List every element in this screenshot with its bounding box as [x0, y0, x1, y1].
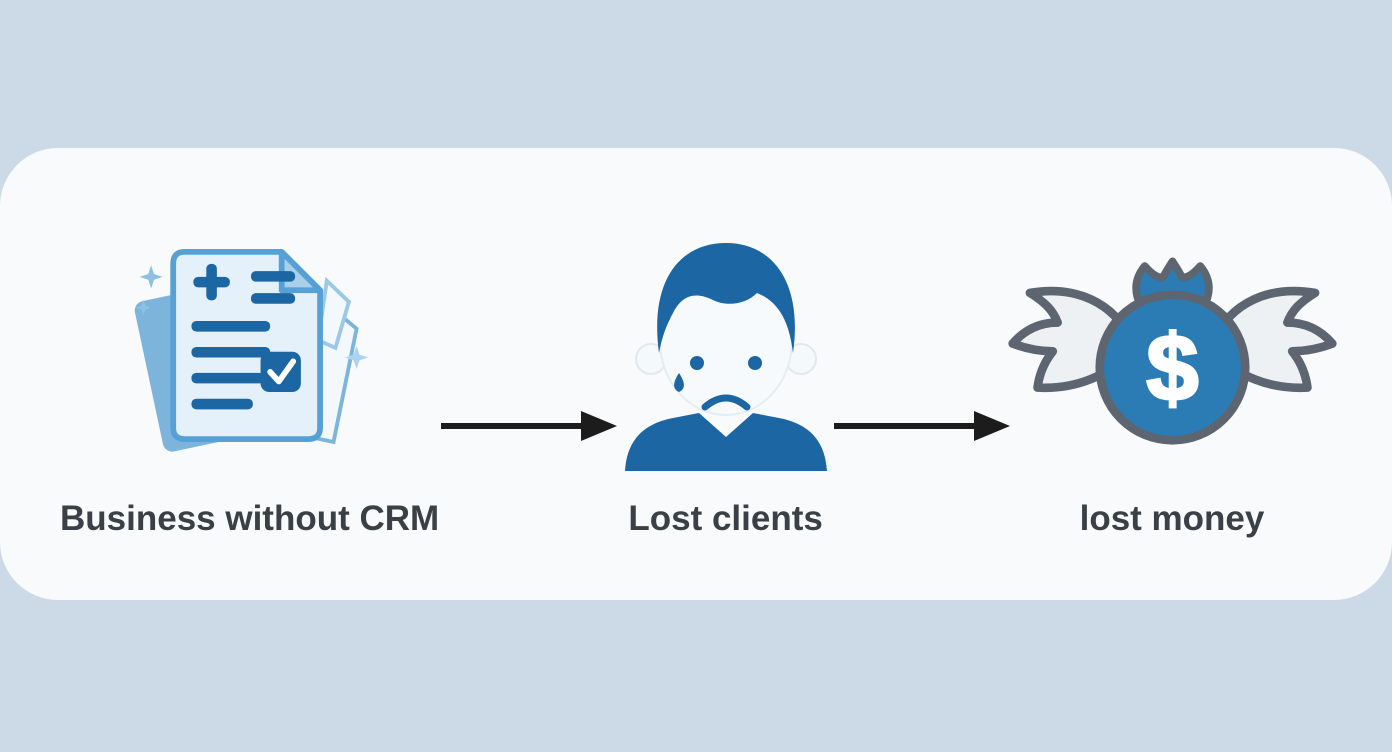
documents-icon-svg	[134, 249, 368, 452]
diagram-card: Business without CRM	[0, 148, 1392, 600]
step-label-lost-money: lost money	[1079, 499, 1265, 538]
step-label-lost-clients: Lost clients	[628, 499, 823, 538]
winged-money-bag-icon: $	[1005, 218, 1340, 473]
arrow-1	[439, 406, 619, 446]
step-label-business-without-crm: Business without CRM	[60, 499, 440, 538]
step-business-without-crm: Business without CRM	[60, 218, 439, 539]
dollar-symbol: $	[1146, 315, 1198, 420]
winged-money-bag-icon-svg: $	[1007, 256, 1337, 445]
sad-client-icon	[621, 218, 831, 473]
right-arrow-icon	[441, 411, 618, 441]
step-lost-clients: Lost clients	[619, 218, 832, 539]
right-arrow-icon	[834, 411, 1010, 441]
sad-client-icon-svg	[624, 242, 827, 471]
step-lost-money: $ lost money	[1007, 218, 1337, 539]
flow-row: Business without CRM	[0, 148, 1392, 539]
documents-icon	[130, 218, 370, 473]
arrow-2	[832, 406, 1012, 446]
